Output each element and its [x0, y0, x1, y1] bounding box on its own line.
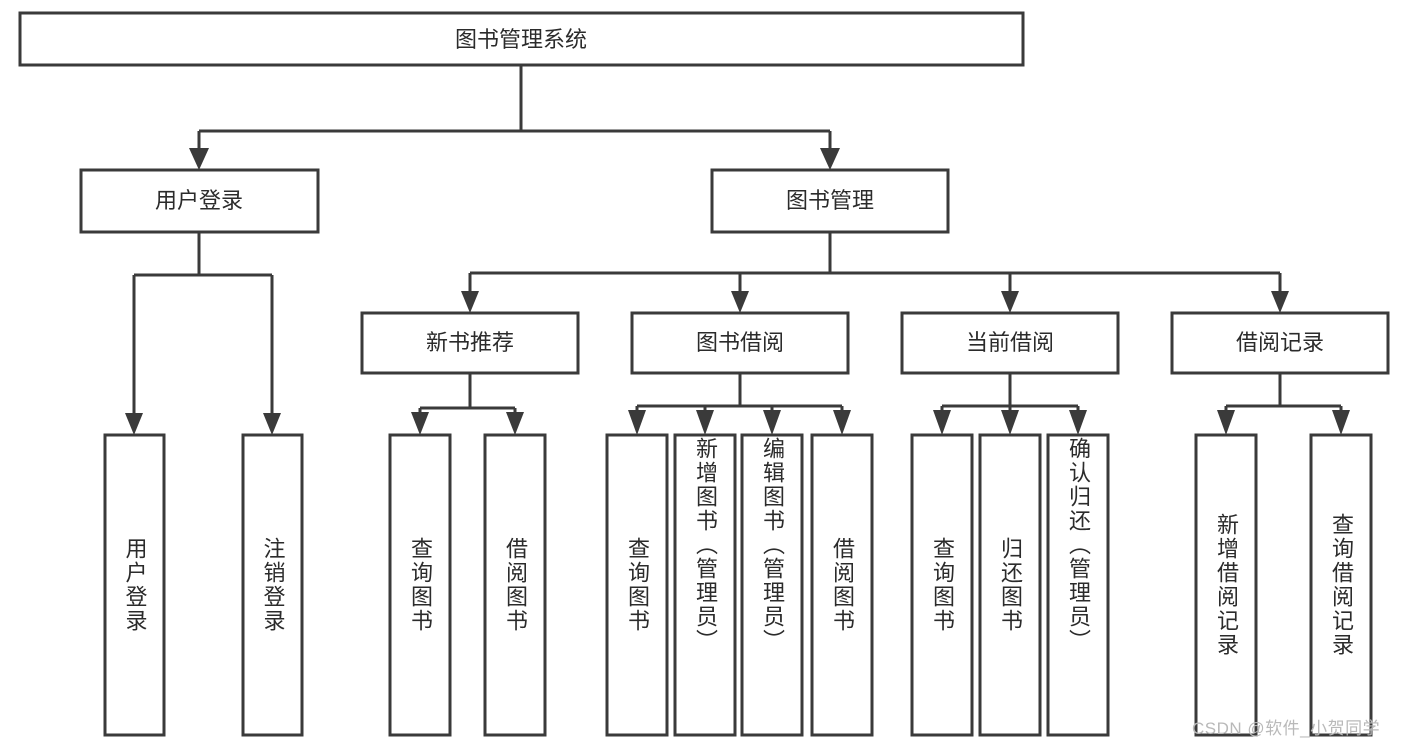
arrowhead-leaf-user-login-1 [125, 413, 143, 435]
node-root[interactable]: 图书管理系统 [18, 11, 1025, 67]
node-book-borrow-box[interactable] [630, 311, 850, 375]
node-root-box[interactable] [18, 11, 1025, 67]
leaf-box-borrow-records-1[interactable] [1194, 433, 1258, 737]
arrowhead-user-login [189, 148, 209, 170]
node-book-manage[interactable]: 图书管理 [710, 168, 950, 234]
node-current-borrow[interactable]: 当前借阅 [900, 311, 1120, 375]
arrowhead-leaf-user-login-2 [263, 413, 281, 435]
arrowhead-borrow-records [1271, 291, 1289, 313]
node-user-login-box[interactable] [79, 168, 320, 234]
arrowhead-current-borrow [1001, 291, 1019, 313]
leaf-box-current-borrow-3[interactable] [1046, 433, 1110, 737]
node-book-borrow-label: 图书借阅 [696, 330, 784, 355]
arrowhead-book-borrow [731, 291, 749, 313]
leaf-box-new-book-1[interactable] [388, 433, 452, 737]
leaf-box-book-borrow-1[interactable] [605, 433, 669, 737]
arrowhead-leaf-new-book-2 [506, 412, 524, 435]
node-borrow-records[interactable]: 借阅记录 [1170, 311, 1390, 375]
leaf-box-book-borrow-4[interactable] [810, 433, 874, 737]
leaf-box-new-book-2[interactable] [483, 433, 547, 737]
node-book-manage-label: 图书管理 [786, 188, 874, 213]
node-borrow-records-box[interactable] [1170, 311, 1390, 375]
node-book-manage-box[interactable] [710, 168, 950, 234]
node-current-borrow-box[interactable] [900, 311, 1120, 375]
node-root-label: 图书管理系统 [455, 27, 587, 52]
arrowhead-leaf-new-book-1 [411, 412, 429, 435]
arrowhead-leaf-borrow-records-1 [1217, 410, 1235, 435]
leaf-box-user-login-1[interactable] [103, 433, 166, 737]
node-current-borrow-label: 当前借阅 [966, 330, 1054, 355]
arrowhead-book-manage [820, 148, 840, 170]
arrowhead-leaf-book-borrow-3 [763, 410, 781, 435]
arrowhead-leaf-current-borrow-3 [1069, 410, 1087, 435]
csdn-watermark: CSDN @软件_小贺同学 [1192, 719, 1381, 738]
leaf-box-current-borrow-1[interactable] [910, 433, 974, 737]
leaf-box-book-borrow-2[interactable] [673, 433, 737, 737]
arrowhead-leaf-book-borrow-4 [833, 410, 851, 435]
arrowhead-leaf-current-borrow-1 [933, 410, 951, 435]
node-book-borrow[interactable]: 图书借阅 [630, 311, 850, 375]
connectors [125, 65, 1350, 435]
node-new-book-recommend[interactable]: 新书推荐 [360, 311, 580, 375]
node-user-login-label: 用户登录 [155, 188, 243, 213]
arrowhead-leaf-current-borrow-2 [1001, 410, 1019, 435]
node-borrow-records-label: 借阅记录 [1236, 330, 1324, 355]
arrowhead-leaf-borrow-records-2 [1332, 410, 1350, 435]
node-user-login[interactable]: 用户登录 [79, 168, 320, 234]
leaf-box-user-login-2[interactable] [241, 433, 304, 737]
arrowhead-new-book [461, 291, 479, 313]
arrowhead-leaf-book-borrow-1 [628, 410, 646, 435]
arrowhead-leaf-book-borrow-2 [696, 410, 714, 435]
leaf-box-current-borrow-2[interactable] [978, 433, 1042, 737]
node-new-book-recommend-box[interactable] [360, 311, 580, 375]
leaf-box-borrow-records-2[interactable] [1309, 433, 1373, 737]
node-new-book-recommend-label: 新书推荐 [426, 330, 514, 355]
leaf-box-book-borrow-3[interactable] [740, 433, 804, 737]
